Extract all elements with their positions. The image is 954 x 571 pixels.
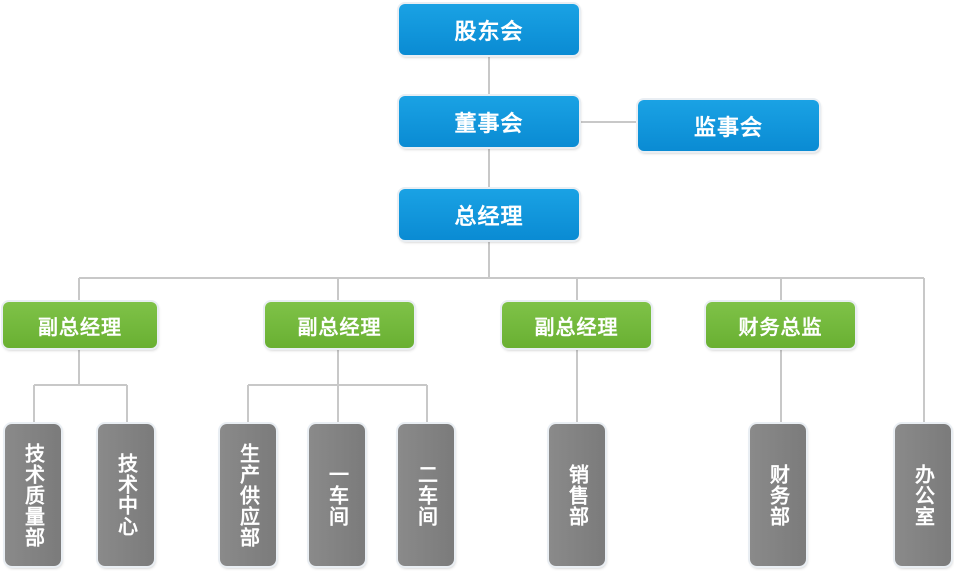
tech-center-node: 技术中心 xyxy=(98,424,154,566)
general-manager-node: 总经理 xyxy=(399,189,579,240)
production-supply-dept-node: 生产供应部 xyxy=(220,424,276,566)
finance-director-node: 财务总监 xyxy=(706,302,855,348)
workshop-2-node: 二车间 xyxy=(398,424,454,566)
tech-quality-dept-node: 技术质量部 xyxy=(5,424,61,566)
deputy-gm-node-1: 副总经理 xyxy=(3,302,157,348)
sales-dept-node: 销售部 xyxy=(549,424,605,566)
supervisory-board-node: 监事会 xyxy=(638,100,819,151)
deputy-gm-node-2: 副总经理 xyxy=(265,302,414,348)
deputy-gm-node-3: 副总经理 xyxy=(502,302,651,348)
finance-dept-node: 财务部 xyxy=(750,424,806,566)
office-node: 办公室 xyxy=(895,424,951,566)
board-of-directors-node: 董事会 xyxy=(399,96,579,147)
shareholders-meeting-node: 股东会 xyxy=(399,4,579,55)
workshop-1-node: 一车间 xyxy=(309,424,365,566)
